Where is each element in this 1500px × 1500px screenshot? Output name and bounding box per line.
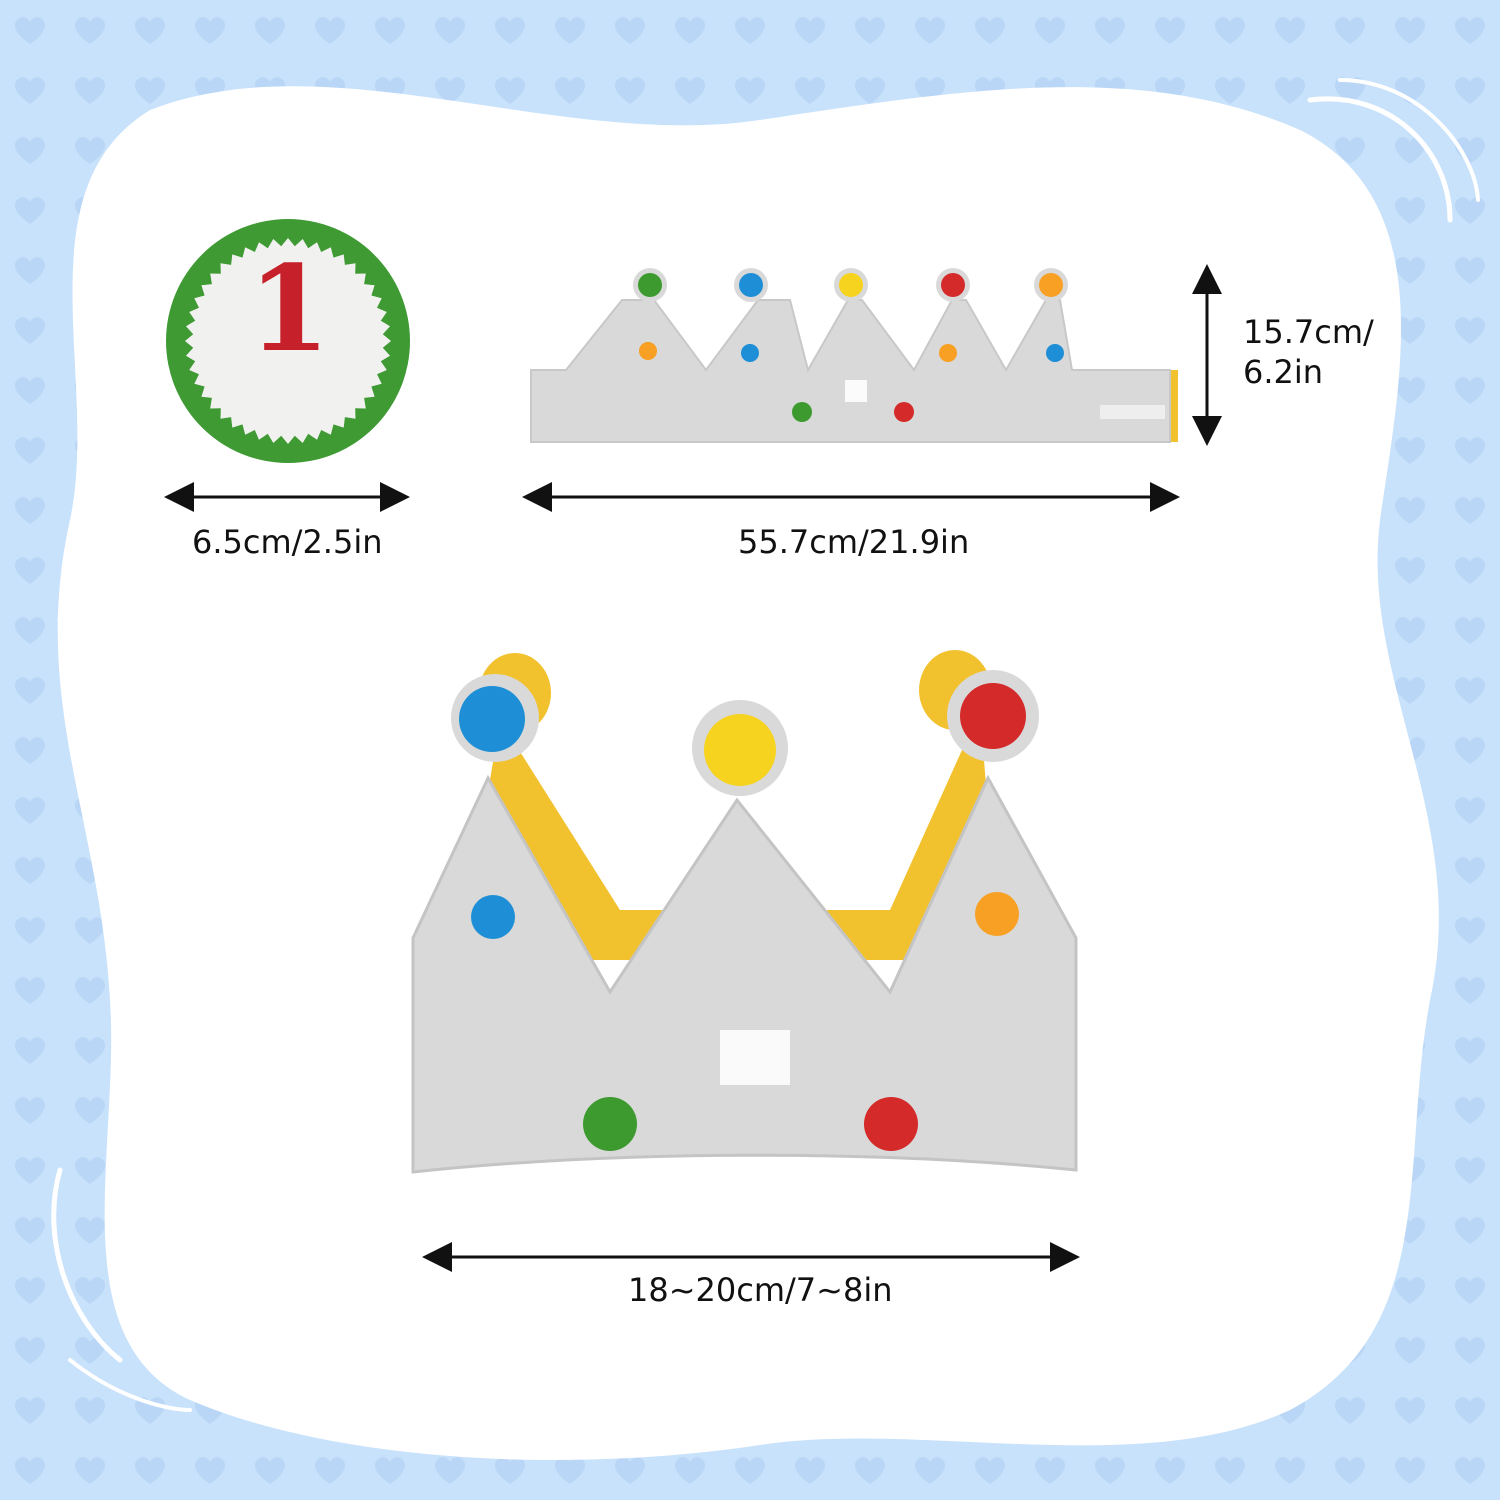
strip-length-label: 55.7cm/21.9in — [738, 523, 970, 561]
decor-swirl — [1338, 78, 1480, 202]
number-badge — [166, 219, 410, 463]
strip-height-line1: 15.7cm/ — [1243, 313, 1374, 351]
decor-swirl — [1307, 96, 1453, 223]
decor-swirl — [51, 1167, 123, 1363]
assembled-crown — [411, 650, 1078, 1174]
badge-number: 1 — [247, 239, 331, 378]
strip-height-line2: 6.2in — [1243, 353, 1324, 391]
strip-height-label: 15.7cm/ 6.2in — [1243, 312, 1393, 392]
flat-crown-strip — [530, 268, 1178, 443]
decor-swirl — [57, 617, 131, 873]
crown-size-label: 18~20cm/7~8in — [628, 1271, 893, 1309]
badge-size-label: 6.5cm/2.5in — [192, 523, 383, 561]
decor-swirl — [68, 1358, 192, 1412]
